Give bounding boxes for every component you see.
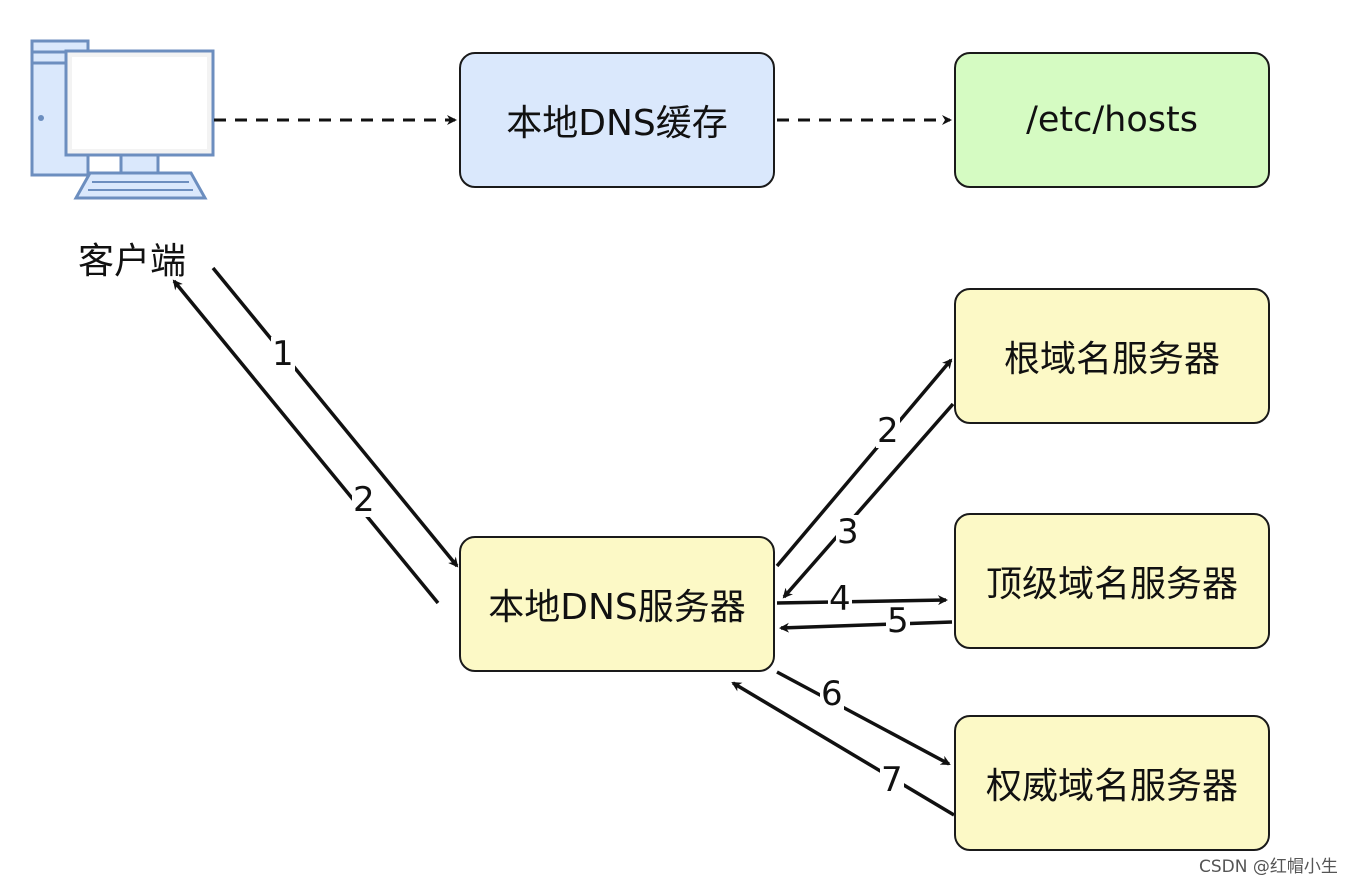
authoritative-dns-server-box: 权威域名服务器 xyxy=(954,715,1270,851)
local-dns-cache-label: 本地DNS缓存 xyxy=(506,103,728,144)
step-7-label: 7 xyxy=(880,760,904,800)
step-2-client-label: 2 xyxy=(352,480,376,520)
desktop-computer-icon xyxy=(30,39,215,200)
watermark: CSDN @红帽小生 xyxy=(1199,857,1338,877)
local-to-root-arrow xyxy=(775,358,953,568)
auth-to-local-arrow xyxy=(731,681,955,817)
tld-dns-server-box: 顶级域名服务器 xyxy=(954,513,1270,649)
root-dns-server-label: 根域名服务器 xyxy=(1003,339,1220,380)
local-dns-cache-box: 本地DNS缓存 xyxy=(459,52,775,188)
step-1-label: 1 xyxy=(271,334,295,374)
tld-to-local-arrow xyxy=(779,620,953,633)
tld-dns-server-label: 顶级域名服务器 xyxy=(985,564,1238,605)
client-to-local-arrow xyxy=(211,266,459,568)
step-6-label: 6 xyxy=(820,674,844,714)
client-label: 客户端 xyxy=(77,241,186,282)
local-to-tld-arrow xyxy=(776,595,948,606)
step-2-root-label: 2 xyxy=(876,411,900,451)
step-5-label: 5 xyxy=(886,601,910,641)
step-4-label: 4 xyxy=(828,579,852,619)
local-dns-server-label: 本地DNS服务器 xyxy=(488,587,746,628)
hosts-file-label: /etc/hosts xyxy=(1026,100,1198,140)
local-dns-server-box: 本地DNS服务器 xyxy=(459,536,775,672)
local-to-auth-arrow xyxy=(776,670,951,766)
hosts-file-box: /etc/hosts xyxy=(954,52,1270,188)
root-dns-server-box: 根域名服务器 xyxy=(954,288,1270,424)
step-3-label: 3 xyxy=(836,512,860,552)
local-to-client-arrow xyxy=(172,279,440,605)
authoritative-dns-server-label: 权威域名服务器 xyxy=(985,766,1238,807)
root-to-local-arrow xyxy=(782,402,955,599)
